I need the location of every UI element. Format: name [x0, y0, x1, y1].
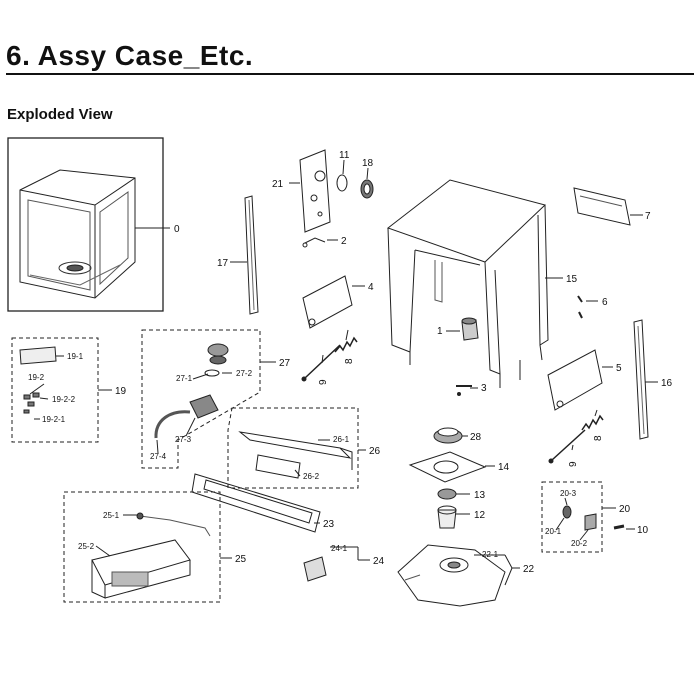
callout-17: 17: [217, 258, 229, 269]
callout-4: 4: [368, 282, 374, 293]
callout-27-1: 27-1: [176, 374, 193, 383]
callout-5: 5: [616, 363, 622, 374]
part-9-rod-left: [301, 344, 341, 382]
part-20-group: [541, 481, 616, 553]
callout-25-1: 25-1: [103, 511, 120, 520]
callout-19-2-1: 19-2-1: [42, 415, 66, 424]
callout-9-left: 9: [318, 379, 329, 385]
page-title: 6. Assy Case_Etc.: [6, 40, 254, 71]
part-23-frame: [191, 473, 321, 533]
callout-9-right: 9: [568, 461, 579, 467]
callout-6: 6: [602, 297, 608, 308]
callout-27-3: 27-3: [175, 435, 192, 444]
part-18-disk: [360, 167, 374, 199]
part-3-screw: [456, 385, 478, 396]
callout-16: 16: [661, 378, 673, 389]
part-11-ring: [336, 159, 348, 192]
callout-19-2-2: 19-2-2: [52, 395, 76, 404]
part-14-gasket: [408, 451, 495, 483]
callout-2: 2: [341, 236, 347, 247]
callout-28: 28: [470, 432, 482, 443]
part-0-assembled-tub: [7, 137, 170, 312]
callout-labels: 0 1 2 3 4 5 6 7 8 8 9 9 10 11 12 13 14 1…: [28, 150, 673, 575]
part-7-top-cover: [573, 187, 643, 226]
callout-25: 25: [235, 554, 247, 565]
callout-10: 10: [637, 525, 649, 536]
callout-19-2: 19-2: [28, 373, 45, 382]
title-underline: [6, 73, 694, 75]
part-13-filter: [437, 488, 470, 500]
callout-14: 14: [498, 462, 510, 473]
callout-12: 12: [474, 510, 486, 521]
callout-22-1: 22-1: [482, 550, 499, 559]
callout-27-4: 27-4: [150, 452, 167, 461]
part-16-side-rail-right: [633, 319, 658, 440]
part-24-cap: [303, 546, 370, 582]
part-22-sump: [397, 544, 520, 607]
callout-8-left: 8: [344, 358, 355, 364]
part-19-group: [11, 337, 112, 443]
part-26-frame-assembly: [227, 407, 366, 489]
part-9-rod-right: [548, 429, 586, 464]
callout-19: 19: [115, 386, 127, 397]
callout-0: 0: [174, 224, 180, 235]
callout-26: 26: [369, 446, 381, 457]
part-2-clip: [302, 237, 338, 248]
callout-26-1: 26-1: [333, 435, 350, 444]
part-12-filter: [437, 505, 470, 529]
part-8-spring-right: [581, 409, 604, 431]
sub-label-leaders: [29, 372, 589, 557]
callout-8-right: 8: [593, 435, 604, 441]
part-25-control-assembly: [63, 491, 232, 603]
callout-27-2: 27-2: [236, 369, 253, 378]
callout-7: 7: [645, 211, 651, 222]
callout-23: 23: [323, 519, 335, 530]
part-10-fastener: [613, 524, 635, 530]
callout-25-2: 25-2: [78, 542, 95, 551]
callout-19-1: 19-1: [67, 352, 84, 361]
callout-20-3: 20-3: [560, 489, 577, 498]
part-5-panel-right: [547, 349, 613, 411]
callout-3: 3: [481, 383, 487, 394]
part-27-valve-assembly: [141, 329, 276, 469]
callout-20-1: 20-1: [545, 527, 562, 536]
callout-20: 20: [619, 504, 631, 515]
callout-1: 1: [437, 326, 443, 337]
callout-26-2: 26-2: [303, 472, 320, 481]
part-4-panel: [302, 275, 365, 329]
part-6-fastener: [577, 295, 598, 319]
callout-27: 27: [279, 358, 291, 369]
callout-22: 22: [523, 564, 535, 575]
callout-20-2: 20-2: [571, 539, 588, 548]
part-8-spring-left: [334, 329, 358, 353]
section-subtitle: Exploded View: [7, 106, 113, 123]
part-17-side-rail: [230, 195, 259, 315]
part-21-hinge-bracket: [289, 149, 331, 233]
callout-13: 13: [474, 490, 486, 501]
callout-21: 21: [272, 179, 284, 190]
callout-18: 18: [362, 158, 374, 169]
callout-24-1: 24-1: [331, 544, 348, 553]
callout-11: 11: [339, 150, 350, 161]
callout-15: 15: [566, 274, 578, 285]
part-28-ring: [433, 427, 468, 444]
part-1-cap: [446, 317, 479, 341]
part-15-tub-case: [386, 179, 563, 388]
callout-24: 24: [373, 556, 385, 567]
